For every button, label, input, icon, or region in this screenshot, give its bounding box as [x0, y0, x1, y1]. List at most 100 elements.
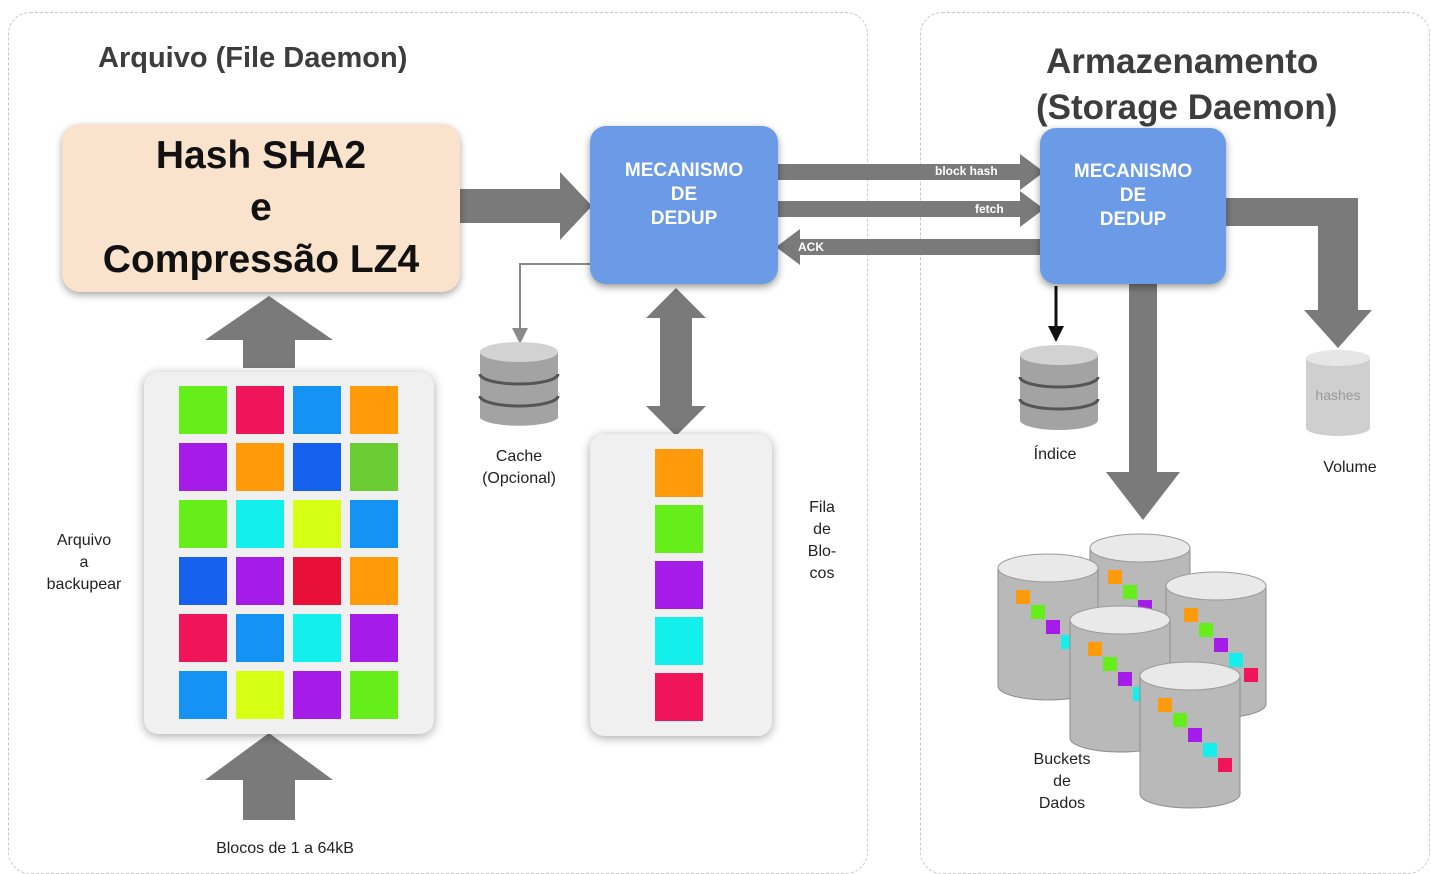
ack-arrow: [776, 229, 1040, 265]
fila-line2: de: [813, 521, 831, 538]
cache-db-icon: [478, 342, 560, 426]
cache-connector: [519, 263, 590, 336]
index-db-icon: [1018, 345, 1100, 430]
data-bucket-cylinder: [1139, 661, 1241, 809]
file-block: [293, 557, 341, 605]
volume-cylinder-icon: [1306, 350, 1370, 436]
fila-line3: Blo-: [807, 543, 837, 560]
file-block: [179, 557, 227, 605]
bucket-block: [1088, 642, 1102, 656]
bucket-block: [1031, 605, 1045, 619]
bucket-block: [1218, 758, 1232, 772]
dedup-queue-double-arrow: [646, 288, 706, 436]
fetch-label: fetch: [975, 202, 1004, 216]
file-daemon-title: Arquivo (File Daemon): [98, 42, 408, 74]
grid-to-hash-arrow: [205, 296, 333, 368]
queued-block: [655, 673, 703, 721]
queued-block: [655, 617, 703, 665]
bucket-block: [1118, 672, 1132, 686]
hash-compression-box: Hash SHA2 e Compressão LZ4: [62, 124, 460, 292]
index-label: Índice: [1033, 446, 1077, 463]
hash-line3: Compressão LZ4: [102, 238, 420, 281]
file-block: [236, 614, 284, 662]
data-buckets-label: Buckets de Dados: [1010, 749, 1114, 815]
arquivo-line2: a: [79, 554, 89, 571]
file-block: [236, 386, 284, 434]
bucket-block: [1123, 585, 1137, 599]
arquivo-line1: Arquivo: [56, 532, 112, 549]
fila-line1: Fila: [809, 499, 835, 516]
file-block: [236, 443, 284, 491]
bucket-block: [1184, 608, 1198, 622]
dedup-left-line2: DE: [670, 184, 698, 205]
cache-label-line2: (Opcional): [482, 470, 556, 487]
dedup-right-line1: MECANISMO: [1073, 161, 1193, 182]
cache-label-line1: Cache: [495, 448, 543, 465]
dedup-engine-right: MECANISMO DE DEDUP: [1040, 128, 1226, 284]
bucket-block: [1103, 657, 1117, 671]
volume-label: Volume: [1323, 459, 1377, 476]
file-block: [350, 386, 398, 434]
buckets-line2: de: [1053, 773, 1071, 790]
buckets-line3: Dados: [1038, 795, 1086, 812]
dedup-engine-left: MECANISMO DE DEDUP: [590, 126, 778, 284]
file-block: [179, 386, 227, 434]
file-block: [179, 614, 227, 662]
hash-to-dedup-arrow: [460, 172, 592, 240]
fila-line4: cos: [809, 565, 835, 582]
bucket-block: [1244, 668, 1258, 682]
file-block: [179, 443, 227, 491]
arquivo-line3: backupear: [46, 576, 122, 593]
file-block: [236, 671, 284, 719]
block-hash-label: block hash: [935, 164, 998, 178]
block-queue-card: [590, 434, 772, 736]
block-hash-arrow: [778, 154, 1044, 190]
storage-daemon-title-line2: (Storage Daemon): [1036, 88, 1338, 127]
input-up-arrow: [205, 733, 333, 820]
file-block: [179, 671, 227, 719]
dedup-right-line3: DEDUP: [1099, 209, 1167, 230]
file-block: [293, 671, 341, 719]
file-block: [293, 386, 341, 434]
file-block: [179, 500, 227, 548]
bucket-block: [1108, 570, 1122, 584]
file-blocks-card: [144, 372, 434, 734]
file-block: [236, 557, 284, 605]
file-block: [293, 614, 341, 662]
cache-label: Cache (Opcional): [462, 446, 576, 490]
queued-block: [655, 561, 703, 609]
bucket-block: [1046, 620, 1060, 634]
block-size-label: Blocos de 1 a 64kB: [216, 840, 354, 857]
volume-arrow: [1226, 198, 1372, 348]
file-block: [293, 443, 341, 491]
bucket-cylinders: [997, 533, 1267, 809]
bucket-block: [1158, 698, 1172, 712]
hash-line2: e: [250, 186, 272, 229]
file-block: [350, 443, 398, 491]
buckets-arrow: [1106, 284, 1180, 520]
dedup-left-line3: DEDUP: [650, 208, 718, 229]
file-block: [236, 500, 284, 548]
bucket-block: [1214, 638, 1228, 652]
block-queue-label: Fila de Blo- cos: [795, 497, 849, 585]
index-arrow: [1048, 326, 1064, 342]
bucket-block: [1199, 623, 1213, 637]
volume-icon-text: hashes: [1315, 387, 1361, 403]
fetch-arrow: [778, 191, 1044, 227]
ack-label: ACK: [798, 240, 824, 254]
bucket-block: [1173, 713, 1187, 727]
bucket-block: [1188, 728, 1202, 742]
hash-line1: Hash SHA2: [155, 134, 367, 177]
file-block: [350, 614, 398, 662]
storage-daemon-title-line1: Armazenamento: [1046, 42, 1319, 81]
bucket-block: [1229, 653, 1243, 667]
queued-block: [655, 449, 703, 497]
bucket-block: [1016, 590, 1030, 604]
bucket-block: [1203, 743, 1217, 757]
dedup-left-line1: MECANISMO: [624, 160, 744, 181]
file-block: [293, 500, 341, 548]
file-block: [350, 557, 398, 605]
file-to-backup-label: Arquivo a backupear: [24, 530, 144, 596]
file-block: [350, 500, 398, 548]
